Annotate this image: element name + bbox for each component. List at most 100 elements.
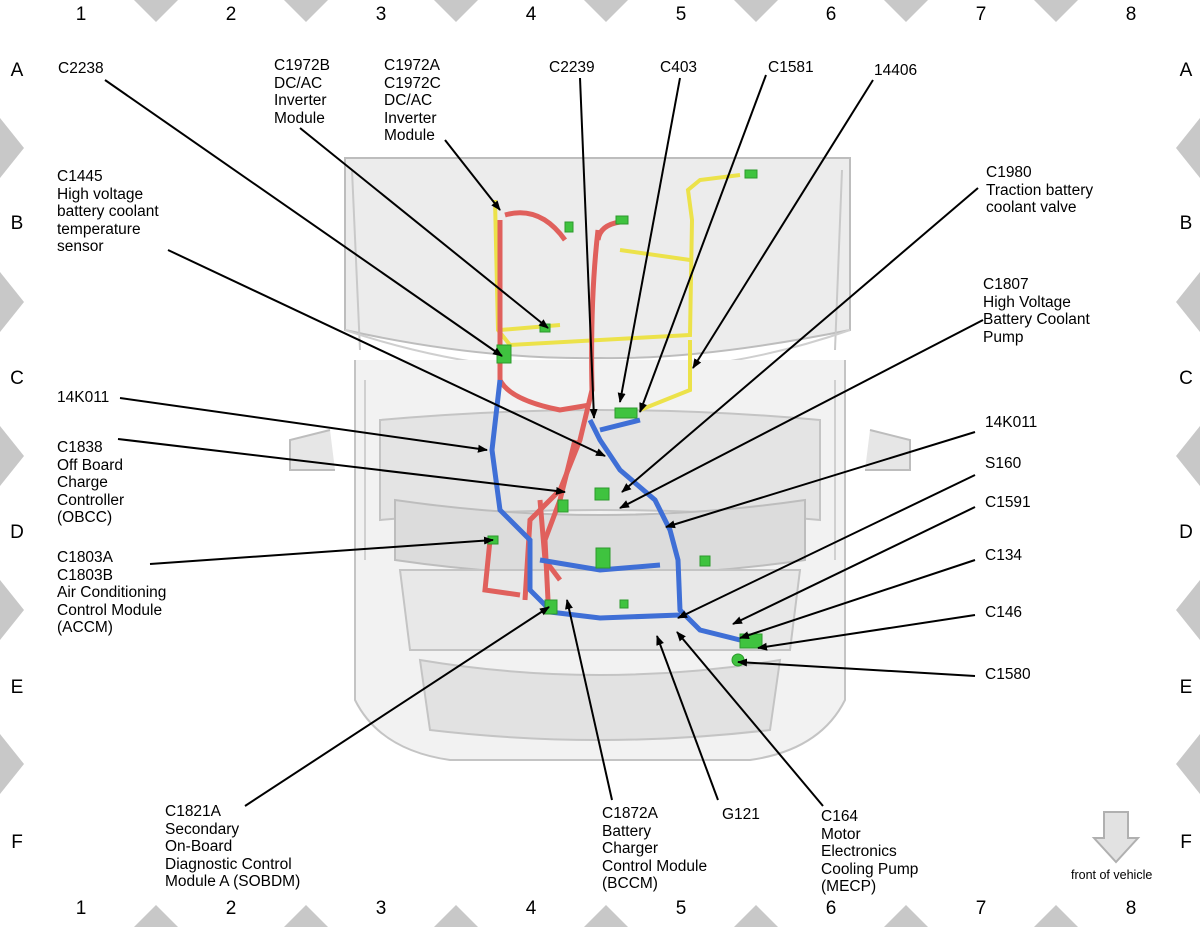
callout-c403: C403 bbox=[660, 59, 698, 76]
grid-column-bottom-8: 8 bbox=[1125, 898, 1137, 919]
callout-14k011-right: 14K011 bbox=[985, 414, 1038, 431]
grid-column-top-7: 7 bbox=[975, 4, 987, 25]
border-triangle-top-4 bbox=[734, 0, 778, 22]
callout-c134: C134 bbox=[985, 547, 1023, 564]
leader-line-c2239 bbox=[579, 77, 598, 419]
grid-row-left-E: E bbox=[10, 677, 24, 698]
border-triangle-right-0 bbox=[1176, 118, 1200, 178]
leader-line-c146 bbox=[757, 614, 976, 651]
vehicle-body bbox=[289, 157, 911, 761]
callout-c1838: C1838 Off Board Charge Controller (OBCC) bbox=[57, 439, 125, 526]
leader-line-c1821a bbox=[244, 606, 550, 807]
grid-row-left-D: D bbox=[10, 522, 24, 543]
leader-line-c1838 bbox=[117, 438, 566, 495]
grid-column-bottom-7: 7 bbox=[975, 898, 987, 919]
leader-line-c1580 bbox=[737, 658, 976, 677]
border-triangle-left-4 bbox=[0, 734, 24, 794]
border-triangle-bottom-1 bbox=[284, 905, 328, 927]
leader-lines bbox=[104, 74, 984, 807]
border-triangle-right-2 bbox=[1176, 426, 1200, 486]
grid-column-top-3: 3 bbox=[375, 4, 387, 25]
leader-line-c1972b bbox=[299, 127, 549, 329]
border-triangle-top-5 bbox=[884, 0, 928, 22]
border-triangle-left-2 bbox=[0, 426, 24, 486]
border-triangle-top-2 bbox=[434, 0, 478, 22]
leader-line-c1872a bbox=[565, 599, 613, 801]
grid-row-left-B: B bbox=[10, 213, 24, 234]
leader-line-c1807 bbox=[619, 319, 984, 509]
grid-row-left-C: C bbox=[10, 368, 24, 389]
leader-line-c1803 bbox=[149, 536, 494, 565]
grid-row-right-B: B bbox=[1179, 213, 1193, 234]
callout-c1591: C1591 bbox=[985, 494, 1031, 511]
border-triangle-left-3 bbox=[0, 580, 24, 640]
border-triangle-bottom-3 bbox=[584, 905, 628, 927]
callout-c1581: C1581 bbox=[768, 59, 814, 76]
callout-c2238: C2238 bbox=[58, 60, 104, 77]
border-triangle-right-4 bbox=[1176, 734, 1200, 794]
callout-c146: C146 bbox=[985, 604, 1023, 621]
leader-line-c2238 bbox=[104, 79, 503, 357]
callout-c1980: C1980 Traction battery coolant valve bbox=[986, 164, 1094, 216]
leader-line-14k011-right bbox=[665, 431, 976, 529]
callout-14k011-left: 14K011 bbox=[57, 389, 110, 406]
callout-14406: 14406 bbox=[874, 62, 918, 79]
grid-column-top-2: 2 bbox=[225, 4, 237, 25]
border-triangle-top-3 bbox=[584, 0, 628, 22]
leader-line-14406 bbox=[692, 79, 874, 369]
border-triangle-bottom-6 bbox=[1034, 905, 1078, 927]
callout-c1580: C1580 bbox=[985, 666, 1031, 683]
grid-column-top-5: 5 bbox=[675, 4, 687, 25]
border-triangle-right-1 bbox=[1176, 272, 1200, 332]
leader-line-14k011-left bbox=[119, 397, 488, 453]
grid-column-bottom-1: 1 bbox=[75, 898, 87, 919]
leader-line-c1591 bbox=[732, 506, 976, 625]
border-triangle-bottom-4 bbox=[734, 905, 778, 927]
leader-line-c134 bbox=[739, 559, 976, 639]
leader-line-c1445 bbox=[167, 249, 606, 457]
border-triangle-top-0 bbox=[134, 0, 178, 22]
leader-line-c164 bbox=[676, 631, 824, 807]
callout-c2239: C2239 bbox=[549, 59, 595, 76]
border-triangle-bottom-0 bbox=[134, 905, 178, 927]
callout-c1445: C1445 High voltage battery coolant tempe… bbox=[57, 168, 159, 255]
grid-column-top-4: 4 bbox=[525, 4, 537, 25]
leader-line-c1972a bbox=[444, 139, 501, 211]
grid-row-right-E: E bbox=[1179, 677, 1193, 698]
border-triangle-left-0 bbox=[0, 118, 24, 178]
grid-column-top-6: 6 bbox=[825, 4, 837, 25]
grid-column-bottom-6: 6 bbox=[825, 898, 837, 919]
leader-line-c1581 bbox=[639, 74, 767, 413]
blue-harness bbox=[489, 379, 741, 643]
grid-column-bottom-4: 4 bbox=[525, 898, 537, 919]
grid-row-right-D: D bbox=[1179, 522, 1193, 543]
grid-row-left-A: A bbox=[10, 60, 24, 81]
callout-c1972b: C1972B DC/AC Inverter Module bbox=[274, 57, 331, 127]
border-triangle-top-6 bbox=[1034, 0, 1078, 22]
leader-line-c403 bbox=[617, 77, 681, 403]
callout-c1821a: C1821A Secondary On-Board Diagnostic Con… bbox=[165, 803, 301, 890]
border-triangle-bottom-2 bbox=[434, 905, 478, 927]
grid-row-right-F: F bbox=[1180, 832, 1192, 853]
callout-c1872a: C1872A Battery Charger Control Module (B… bbox=[602, 805, 708, 892]
border-triangle-right-3 bbox=[1176, 580, 1200, 640]
grid-column-bottom-2: 2 bbox=[225, 898, 237, 919]
callout-c1972a: C1972A C1972C DC/AC Inverter Module bbox=[384, 57, 441, 144]
grid-row-right-C: C bbox=[1179, 368, 1193, 389]
leader-line-c1980 bbox=[621, 187, 979, 493]
callout-g121: G121 bbox=[722, 806, 760, 823]
callout-s160: S160 bbox=[985, 455, 1022, 472]
grid-column-top-8: 8 bbox=[1125, 4, 1137, 25]
callout-c1803: C1803A C1803B Air Conditioning Control M… bbox=[57, 549, 167, 636]
grid-column-bottom-5: 5 bbox=[675, 898, 687, 919]
callout-c164: C164 Motor Electronics Cooling Pump (MEC… bbox=[821, 808, 919, 895]
border-triangle-left-1 bbox=[0, 272, 24, 332]
front-of-vehicle-label: front of vehicle bbox=[1071, 868, 1153, 882]
leader-line-g121 bbox=[656, 635, 719, 801]
leader-line-s160 bbox=[677, 474, 976, 619]
front-arrow-icon bbox=[1091, 811, 1141, 864]
border-triangle-bottom-5 bbox=[884, 905, 928, 927]
